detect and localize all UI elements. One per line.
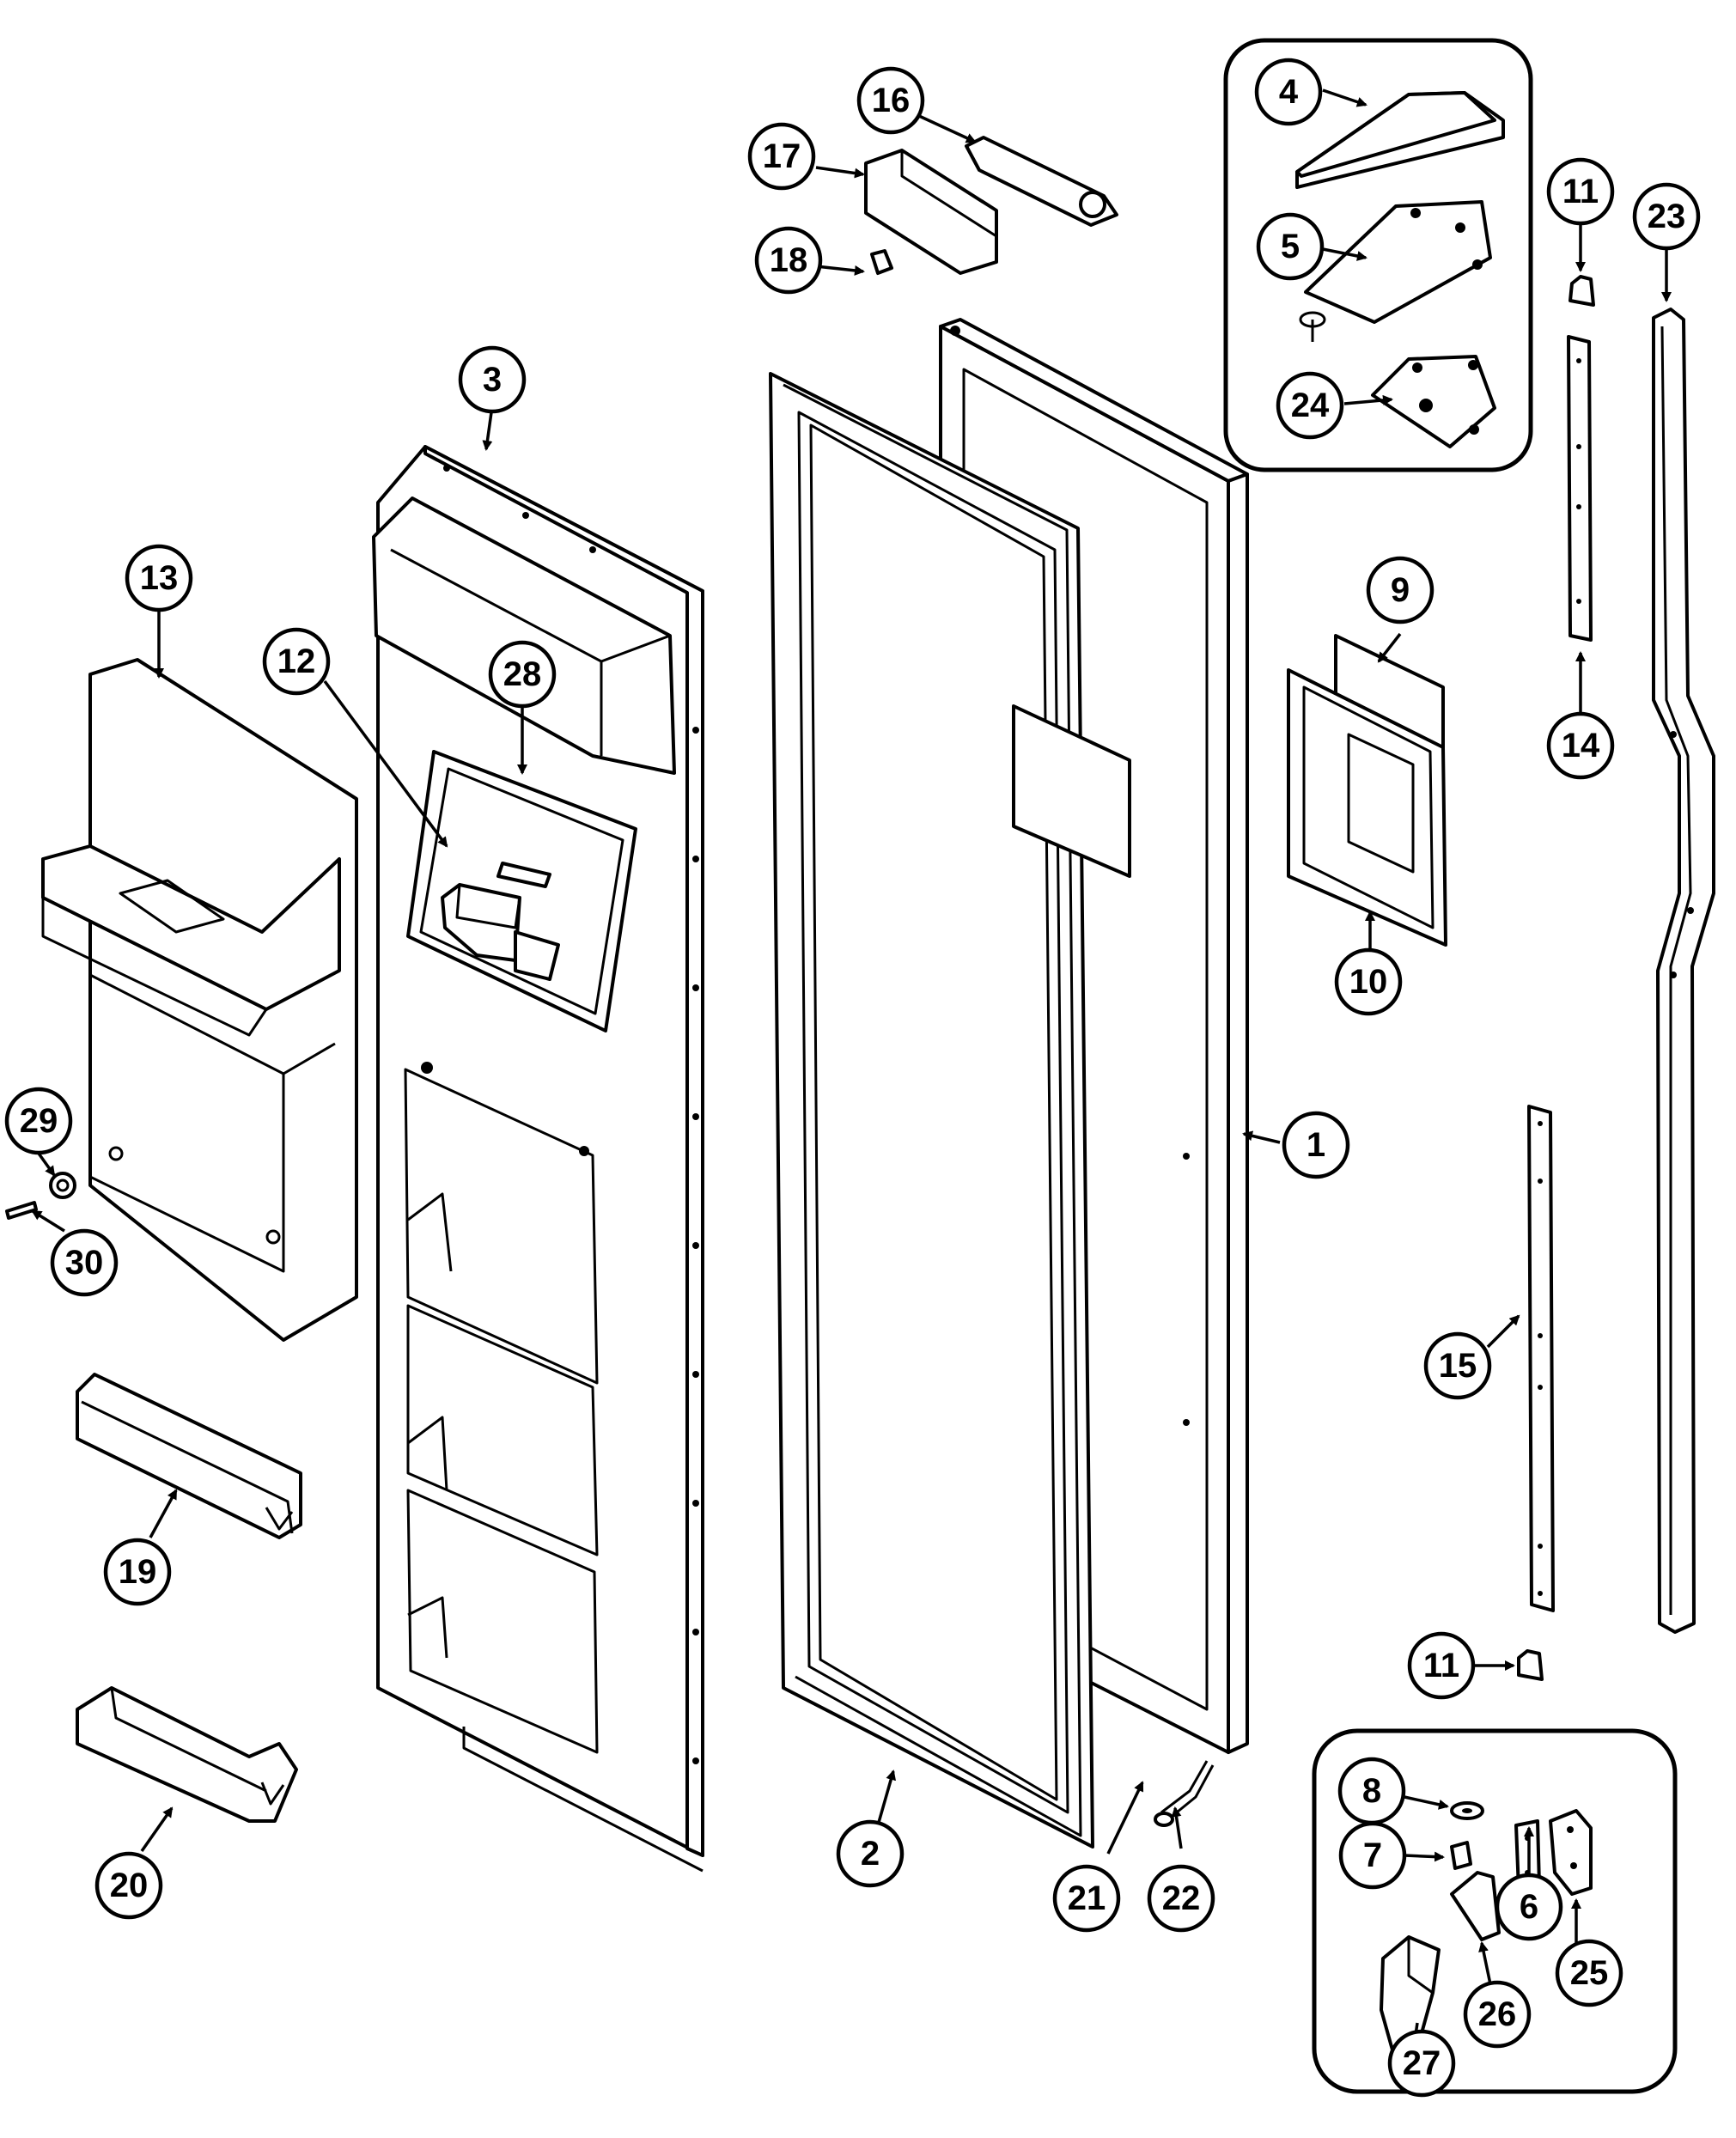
callout-29: 29 [4, 1087, 73, 1155]
callout-21: 21 [1052, 1864, 1121, 1933]
svg-text:6: 6 [1520, 1888, 1538, 1926]
door-rail [76, 1686, 298, 1823]
svg-text:11: 11 [1562, 173, 1599, 210]
callout-14: 14 [1546, 711, 1615, 780]
door-liner [372, 445, 704, 1873]
callout-6: 6 [1495, 1873, 1563, 1941]
svg-text:14: 14 [1562, 727, 1600, 764]
svg-text:8: 8 [1362, 1772, 1381, 1810]
hinge-cover-group [1295, 91, 1505, 448]
svg-text:30: 30 [65, 1244, 104, 1282]
callout-4: 4 [1254, 58, 1323, 126]
wiring-tubes [1154, 1760, 1215, 1827]
callout-13: 13 [125, 544, 193, 612]
svg-text:15: 15 [1439, 1347, 1477, 1385]
callout-28: 28 [488, 640, 557, 709]
svg-text:12: 12 [277, 643, 316, 680]
door-label-plate [1012, 704, 1131, 878]
svg-text:2: 2 [861, 1835, 880, 1873]
svg-text:9: 9 [1391, 571, 1410, 609]
callout-20: 20 [94, 1851, 163, 1920]
callout-19: 19 [103, 1538, 172, 1606]
dispenser-cover [41, 658, 358, 1342]
callout-2: 2 [836, 1819, 905, 1888]
callout-12: 12 [262, 627, 331, 696]
callouts: 1 2 3 4 5 6 7 8 9 10 11 11 12 13 14 15 1… [4, 58, 1701, 2098]
frame-and-insert [1287, 634, 1447, 947]
callout-3: 3 [458, 345, 527, 414]
svg-text:28: 28 [503, 655, 542, 693]
svg-text:3: 3 [483, 361, 502, 399]
callout-23: 23 [1632, 182, 1701, 251]
callout-7: 7 [1338, 1821, 1407, 1890]
callout-24: 24 [1276, 371, 1344, 440]
callout-16: 16 [856, 66, 925, 135]
door-bin [76, 1373, 302, 1539]
svg-text:27: 27 [1403, 2044, 1441, 2082]
svg-text:7: 7 [1363, 1836, 1382, 1874]
callout-1: 1 [1282, 1111, 1350, 1179]
callout-11-bottom: 11 [1407, 1631, 1476, 1700]
svg-text:5: 5 [1281, 228, 1300, 265]
door-handle [1652, 308, 1715, 1634]
part-28-bar [496, 862, 551, 888]
svg-text:21: 21 [1068, 1879, 1106, 1917]
svg-text:20: 20 [110, 1867, 149, 1904]
callout-15: 15 [1423, 1331, 1492, 1400]
svg-text:11: 11 [1423, 1647, 1459, 1684]
svg-text:16: 16 [872, 82, 911, 119]
svg-text:4: 4 [1279, 73, 1299, 111]
callout-18: 18 [754, 226, 823, 295]
svg-text:25: 25 [1570, 1954, 1609, 1992]
top-hinge-parts [864, 136, 1118, 275]
group-box-hinge-cover [1223, 38, 1533, 472]
trim-strip-lower [1527, 1105, 1555, 1612]
callout-8: 8 [1337, 1757, 1406, 1825]
svg-text:17: 17 [763, 137, 801, 175]
end-cap-bottom [1517, 1649, 1544, 1681]
callout-17: 17 [747, 122, 816, 191]
svg-text:29: 29 [20, 1102, 58, 1140]
svg-text:19: 19 [119, 1553, 157, 1591]
callout-9: 9 [1366, 556, 1434, 624]
parts-drawings [5, 38, 1715, 2094]
callout-26: 26 [1463, 1980, 1532, 2049]
callout-5: 5 [1256, 212, 1325, 281]
end-cap-top [1568, 275, 1595, 307]
screw-and-cap [5, 1172, 76, 1220]
svg-text:1: 1 [1307, 1126, 1325, 1164]
group-box-bottom-hinge [1312, 1728, 1678, 2094]
svg-text:22: 22 [1162, 1879, 1201, 1917]
trim-strip-upper [1567, 335, 1593, 642]
svg-text:13: 13 [140, 559, 179, 597]
door-gasket [769, 372, 1094, 1849]
callout-25: 25 [1555, 1939, 1623, 2007]
callout-22: 22 [1147, 1864, 1215, 1933]
svg-text:23: 23 [1648, 198, 1686, 235]
callout-30: 30 [50, 1228, 119, 1297]
svg-text:18: 18 [770, 241, 808, 279]
svg-text:24: 24 [1291, 387, 1330, 424]
callout-10: 10 [1334, 947, 1403, 1016]
leader-lines [31, 88, 1672, 2055]
svg-text:26: 26 [1478, 1995, 1517, 2033]
svg-text:10: 10 [1349, 963, 1388, 1001]
callout-11-top: 11 [1546, 157, 1615, 226]
callout-27: 27 [1387, 2029, 1456, 2098]
